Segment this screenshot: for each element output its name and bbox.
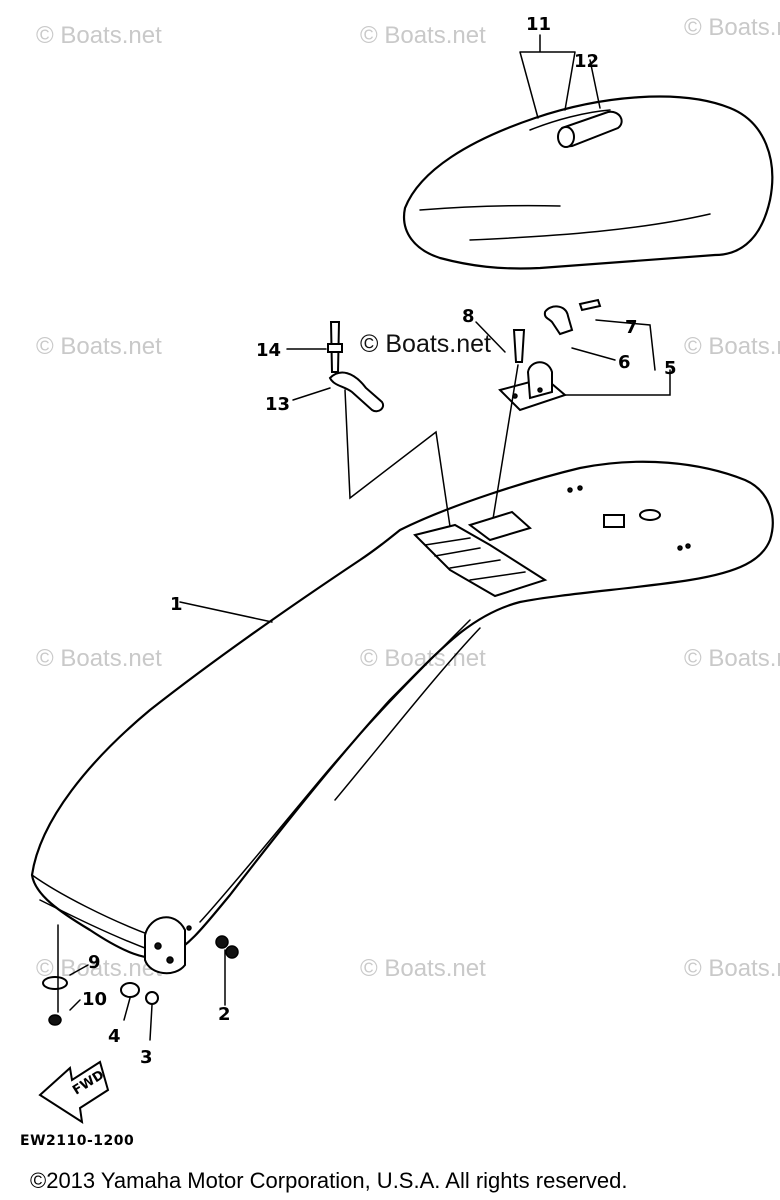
callout-10: 10: [82, 989, 107, 1010]
fastener-9: [42, 976, 68, 990]
watermark: © Boats.net: [360, 955, 486, 982]
watermark: © Boats.net: [36, 333, 162, 360]
callout-4: 4: [108, 1026, 121, 1047]
callout-12: 12: [574, 51, 599, 72]
watermark: © Boats.net: [684, 645, 780, 672]
hood-body: [30, 460, 774, 975]
watermark: © Boats.net: [36, 22, 162, 49]
fastener-10: [48, 1014, 62, 1026]
callout-9: 9: [88, 952, 101, 973]
callout-6: 6: [618, 352, 631, 373]
watermark: © Boats.net: [360, 22, 486, 49]
watermark: © Boats.net: [684, 14, 780, 41]
hook: [543, 305, 574, 336]
watermark: © Boats.net: [684, 955, 780, 982]
diagram-code: EW2110-1200: [20, 1133, 135, 1149]
callout-7: 7: [625, 317, 638, 338]
pin-14: [327, 321, 343, 373]
fwd-arrow-icon: FWD: [38, 1060, 110, 1125]
seat-handle: [557, 110, 623, 148]
center-watermark: © Boats.net: [360, 330, 491, 358]
copyright-notice: ©2013 Yamaha Motor Corporation, U.S.A. A…: [30, 1168, 628, 1193]
fastener-3: [145, 991, 159, 1005]
lever: [328, 371, 384, 413]
callout-1: 1: [170, 594, 183, 615]
callout-14: 14: [256, 340, 281, 361]
seat-cushion: [402, 95, 774, 270]
callout-13: 13: [265, 394, 290, 415]
callout-8: 8: [462, 306, 475, 327]
latch-bracket: [498, 361, 567, 412]
pin-8: [512, 329, 526, 363]
fastener-2: [215, 935, 239, 959]
bolt: [578, 298, 602, 312]
callout-11: 11: [526, 14, 551, 35]
watermark: © Boats.net: [36, 645, 162, 672]
fastener-4: [120, 982, 140, 998]
callout-5: 5: [664, 358, 677, 379]
callout-2: 2: [218, 1004, 231, 1025]
callout-3: 3: [140, 1047, 153, 1068]
watermark: © Boats.net: [684, 333, 780, 360]
